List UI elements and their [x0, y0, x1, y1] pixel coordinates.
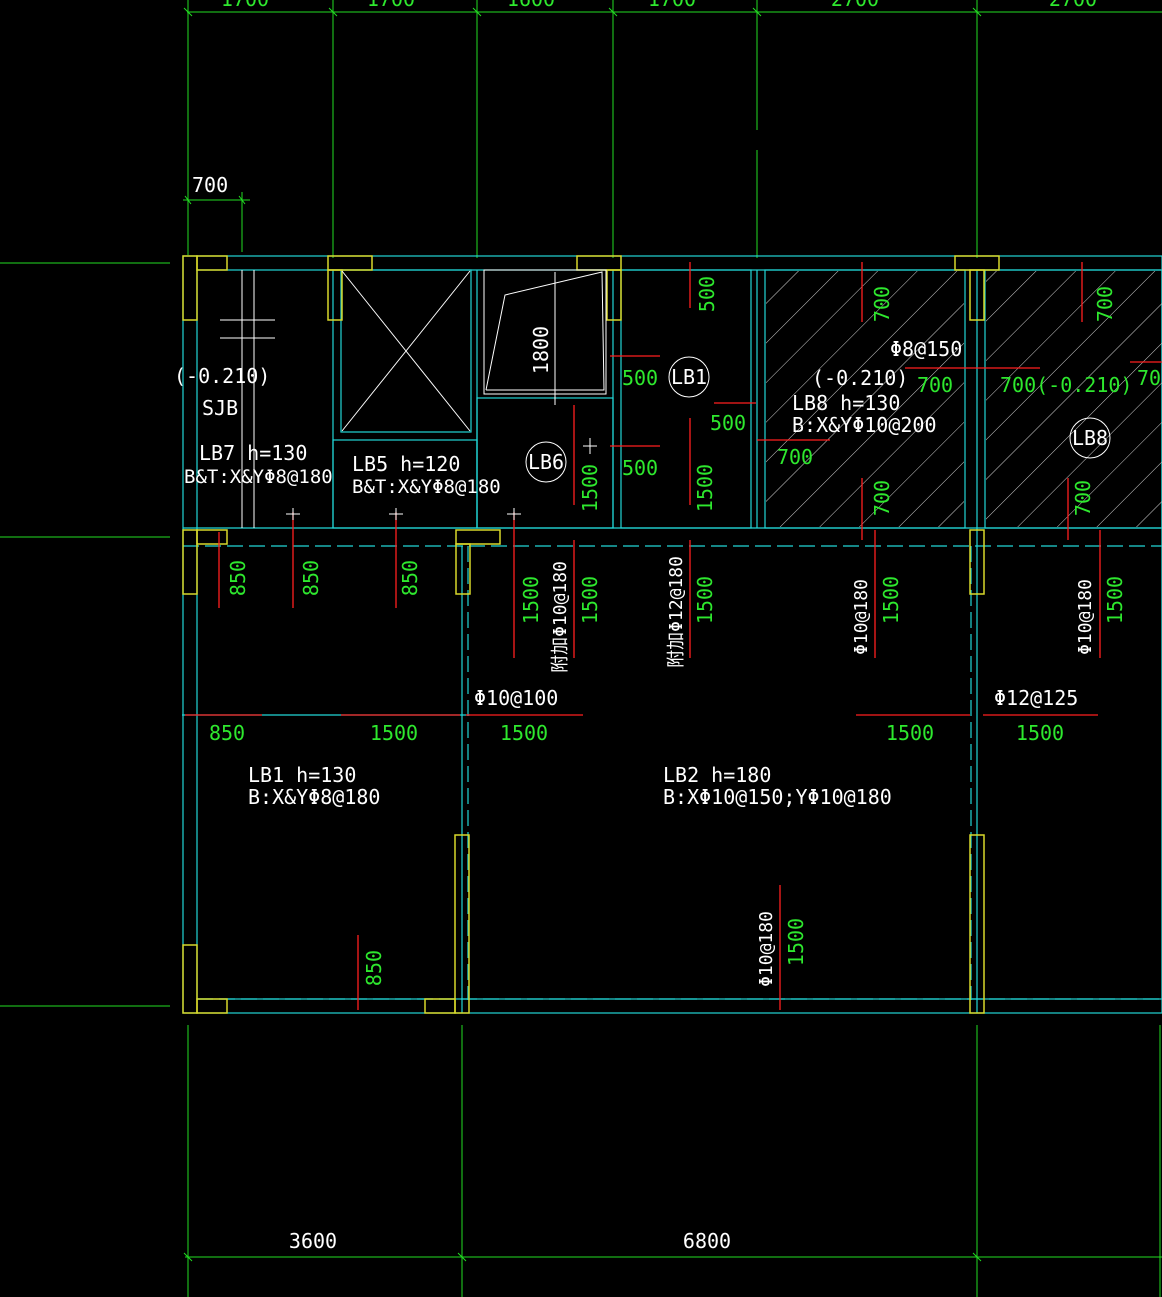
- lb1-name: LB1 h=130: [248, 763, 356, 787]
- lb6-circle: [525, 441, 567, 483]
- dim-1500-h2: 1500: [500, 721, 548, 745]
- rebar-lines: [185, 262, 1162, 1010]
- lb8-name: LB8 h=130: [792, 391, 900, 415]
- dim-700-v1: 700: [870, 286, 894, 322]
- dim-1500-h3: 1500: [886, 721, 934, 745]
- bar-phi10-100: Φ10@100: [474, 686, 558, 710]
- lb8-circle: [1069, 417, 1111, 459]
- lb7-name: LB7 h=130: [199, 441, 307, 465]
- dim-500-v: 500: [695, 276, 719, 312]
- bottom-dimensions: 3600 6800: [289, 1229, 731, 1253]
- top-dim-5: 2700: [831, 0, 879, 11]
- lb8-rebar-top: Φ8@150: [890, 337, 962, 361]
- lb1-tag: LB1: [671, 365, 707, 389]
- lb1-circle: [668, 356, 710, 398]
- dim-1500-v6: 1500: [879, 576, 903, 624]
- annotations: (-0.210) SJB LB7 h=130 B&T:X&YΦ8@180 LB5…: [174, 326, 1132, 987]
- bottom-dim-1: 3600: [289, 1229, 337, 1253]
- green-dims-vertical: 500 700 700 700 700 1500 1500 850 850 85…: [226, 276, 1127, 986]
- dim-500-b: 500: [710, 411, 746, 435]
- lb8-elev: (-0.210): [812, 366, 908, 390]
- dim-1500-v8: 1500: [784, 918, 808, 966]
- lb8-elev-right: 700(-0.210): [1000, 373, 1132, 397]
- dim-1500-v2: 1500: [693, 464, 717, 512]
- dim-500-a: 500: [622, 366, 658, 390]
- sjb-label: SJB: [202, 396, 238, 420]
- top-dim-4: 1700: [648, 0, 696, 11]
- dim-1500-h4: 1500: [1016, 721, 1064, 745]
- lb7-rebar: B&T:X&YΦ8@180: [184, 466, 333, 488]
- dim-1500-v5: 1500: [693, 576, 717, 624]
- opening-dim: 1800: [529, 326, 553, 374]
- dim-850-h: 850: [209, 721, 245, 745]
- lb2-name: LB2 h=180: [663, 763, 771, 787]
- lb8-hatch-left: [766, 271, 964, 527]
- elev-left: (-0.210): [174, 364, 270, 388]
- lb8-hatch-right: [986, 271, 1162, 527]
- add-phi10-180: 附加Φ10@180: [550, 561, 571, 673]
- dim-1500-v7: 1500: [1103, 576, 1127, 624]
- top-dimensions: 1700 1700 1600 1700 2700 2700: [221, 0, 1097, 11]
- dim-500-c: 500: [622, 456, 658, 480]
- dim-700-v2: 700: [1093, 286, 1117, 322]
- dim-700-b: 700: [777, 445, 813, 469]
- bar-phi12-125: Φ12@125: [994, 686, 1078, 710]
- lb5-name: LB5 h=120: [352, 452, 460, 476]
- add-phi12-180: 附加Φ12@180: [666, 556, 687, 668]
- dim-1500-h1: 1500: [370, 721, 418, 745]
- dim-850-v2: 850: [299, 560, 323, 596]
- lb8-tag: LB8: [1072, 426, 1108, 450]
- top-dim-6: 2700: [1049, 0, 1097, 11]
- walls: [182, 255, 1000, 1014]
- lb5-rebar: B&T:X&YΦ8@180: [352, 476, 501, 498]
- top-dim-1: 1700: [221, 0, 269, 11]
- dim-700-c: 700: [1137, 366, 1162, 390]
- opening-symbols: [220, 269, 607, 528]
- lb6-tag: LB6: [528, 450, 564, 474]
- dim-1500-v1: 1500: [578, 464, 602, 512]
- dim-850-v3: 850: [398, 560, 422, 596]
- green-dims-horizontal: 500 500 500 700 700 700 850 1500 1500 15…: [209, 366, 1162, 745]
- phi10-180-a: Φ10@180: [851, 579, 872, 655]
- dim-700-v4: 700: [1071, 480, 1095, 516]
- bottom-dim-2: 6800: [683, 1229, 731, 1253]
- offset-dim: 700: [192, 173, 228, 197]
- phi10-180-c: Φ10@180: [756, 911, 777, 987]
- dim-1500-v4: 1500: [578, 576, 602, 624]
- phi10-180-b: Φ10@180: [1075, 579, 1096, 655]
- dim-850-v1: 850: [226, 560, 250, 596]
- top-dim-3: 1600: [507, 0, 555, 11]
- dim-700-a: 700: [917, 373, 953, 397]
- section-markers: [286, 438, 597, 520]
- dim-1500-v3: 1500: [519, 576, 543, 624]
- lb8-rebar: B:X&YΦ10@200: [792, 413, 937, 437]
- dim-850-v4: 850: [362, 950, 386, 986]
- lb2-rebar: B:XΦ10@150;YΦ10@180: [663, 785, 892, 809]
- dim-700-v3: 700: [870, 480, 894, 516]
- top-dim-2: 1700: [367, 0, 415, 11]
- lb1-rebar: B:X&YΦ8@180: [248, 785, 380, 809]
